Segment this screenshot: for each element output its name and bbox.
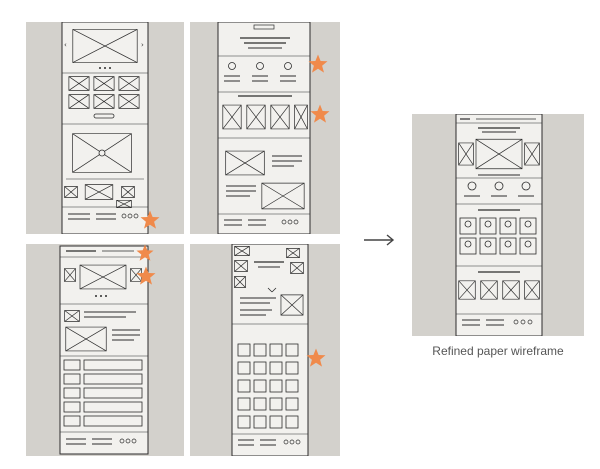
refined-wireframe-photo [412, 114, 584, 336]
svg-text:›: › [141, 41, 144, 49]
wireframe-sketch-3 [26, 244, 184, 456]
svg-text:‹: ‹ [64, 41, 67, 49]
wireframe-sketch-1: ‹ › [26, 22, 184, 234]
wireframe-sketch-2 [190, 22, 340, 234]
arrow-right-icon [362, 230, 398, 250]
caption: Refined paper wireframe [432, 344, 564, 358]
wireframe-sketch-4 [190, 244, 340, 456]
